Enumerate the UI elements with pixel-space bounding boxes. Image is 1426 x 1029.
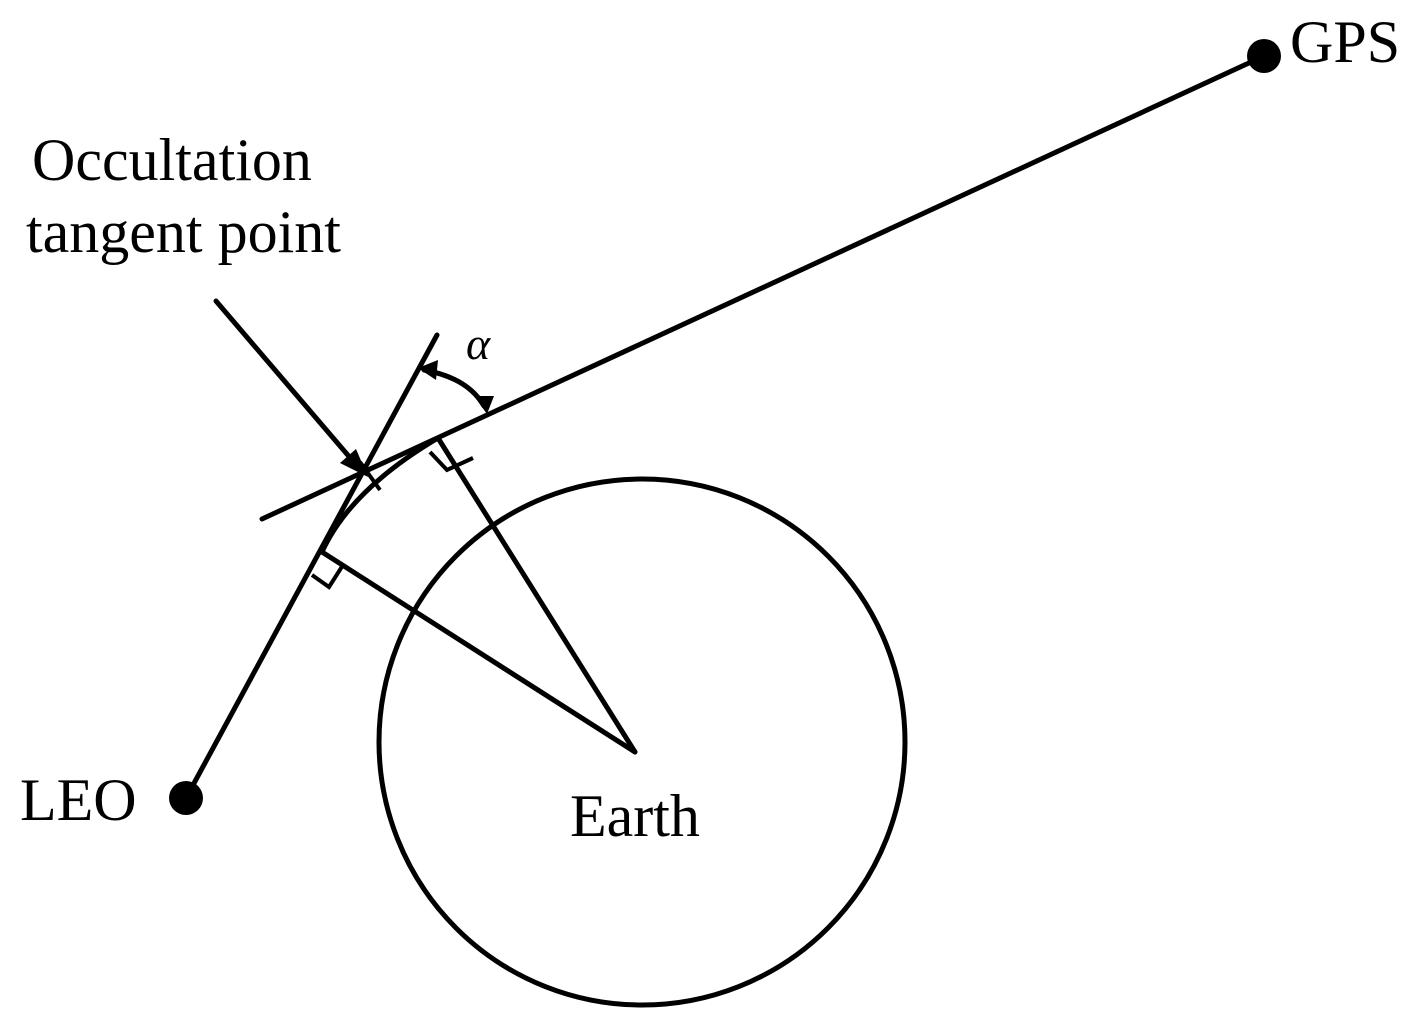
gps-ray-line [259,53,1267,522]
gps-label: GPS [1290,9,1400,75]
right-angle-marker-2 [428,450,474,473]
bent-ray-arc [319,435,441,555]
tangent-cross-mark [358,460,382,492]
right-angle-marker-1 [310,563,345,590]
leo-label: LEO [20,767,137,833]
tangent-point-label-line1: Occultation [32,127,312,193]
leo-ray-line [183,332,440,801]
leo-satellite-dot [169,781,203,815]
perpendicular-line-1 [319,549,638,755]
earth-circle [376,476,908,1008]
tangent-pointer-line [213,298,355,463]
alpha-label: α [466,318,491,369]
tangent-pointer-arrowhead [340,449,368,477]
gps-satellite-dot [1247,39,1281,73]
tangent-point-label-line2: tangent point [26,199,341,265]
perpendicular-line-2 [435,435,638,755]
alpha-arrowhead-left [418,360,438,380]
alpha-arrowhead-right [474,396,494,414]
earth-label: Earth [570,783,700,849]
